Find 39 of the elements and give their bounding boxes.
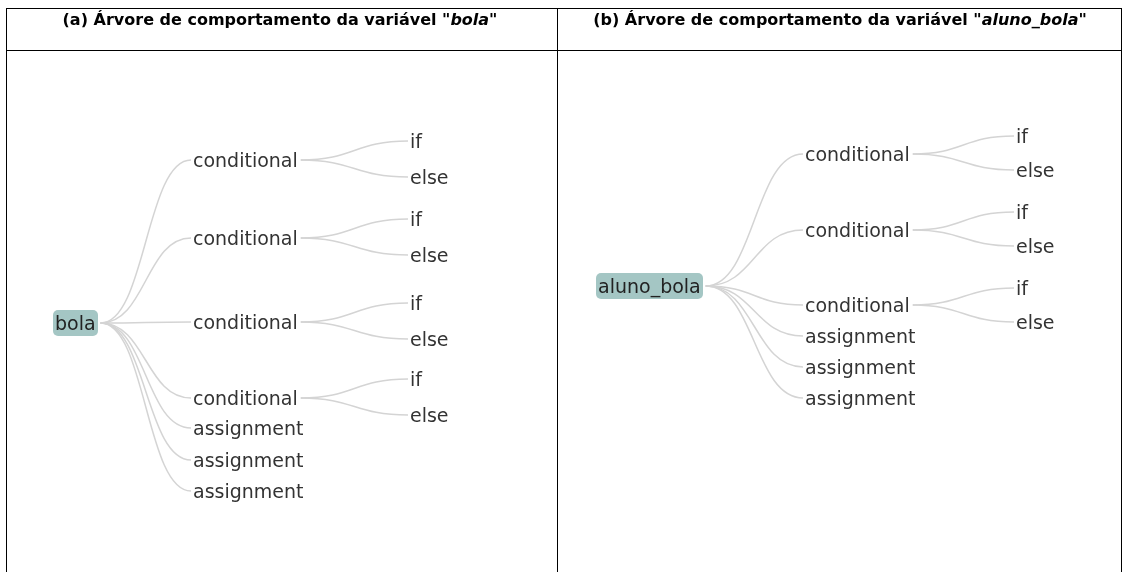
tree-branch-line — [912, 153, 1015, 171]
tree-node-label: else — [410, 244, 449, 266]
tree-node-label: if — [1016, 277, 1028, 299]
tree-node-label: conditional — [805, 294, 910, 316]
tree-node-label: else — [410, 404, 449, 426]
tree-node-label: assignment — [805, 325, 916, 347]
tree-branch-line — [912, 229, 1015, 247]
tree-node-label: else — [1016, 235, 1055, 257]
tree-node-label: if — [1016, 201, 1028, 223]
tree-node-label: conditional — [193, 227, 298, 249]
tree-node-label: conditional — [193, 311, 298, 333]
tree-node-label: else — [1016, 311, 1055, 333]
tree-branch-line — [705, 285, 804, 399]
tree-node-label: if — [1016, 125, 1028, 147]
tree-node-label: else — [1016, 159, 1055, 181]
tree-branch-line — [300, 397, 409, 416]
tree-node-label: conditional — [193, 387, 298, 409]
tree-node-label: assignment — [805, 356, 916, 378]
root-node: bola — [53, 310, 98, 336]
tree-node-label: if — [410, 130, 422, 152]
tree-node-label: else — [410, 328, 449, 350]
tree-node-label: assignment — [193, 417, 304, 439]
column-header: (b) Árvore de comportamento da variável "aluno_bola" — [592, 10, 1088, 29]
tree-node-label: else — [410, 166, 449, 188]
tree-branch-line — [300, 237, 409, 256]
tree-branch-line — [300, 159, 409, 178]
column-header: (a) Árvore de comportamento da variável "bola" — [61, 10, 499, 29]
tree-node-label: assignment — [193, 449, 304, 471]
tree-node-label: if — [410, 208, 422, 230]
root-node: aluno_bola — [596, 273, 703, 299]
tree-branch-line — [300, 321, 409, 340]
tree-node-label: assignment — [805, 387, 916, 409]
tree-node-label: if — [410, 292, 422, 314]
tree-node-label: if — [410, 368, 422, 390]
tree-node-label: assignment — [193, 480, 304, 502]
tree-node-label: conditional — [805, 143, 910, 165]
tree-node-label: conditional — [193, 149, 298, 171]
tree-branch-line — [912, 304, 1015, 323]
tree-node-label: conditional — [805, 219, 910, 241]
